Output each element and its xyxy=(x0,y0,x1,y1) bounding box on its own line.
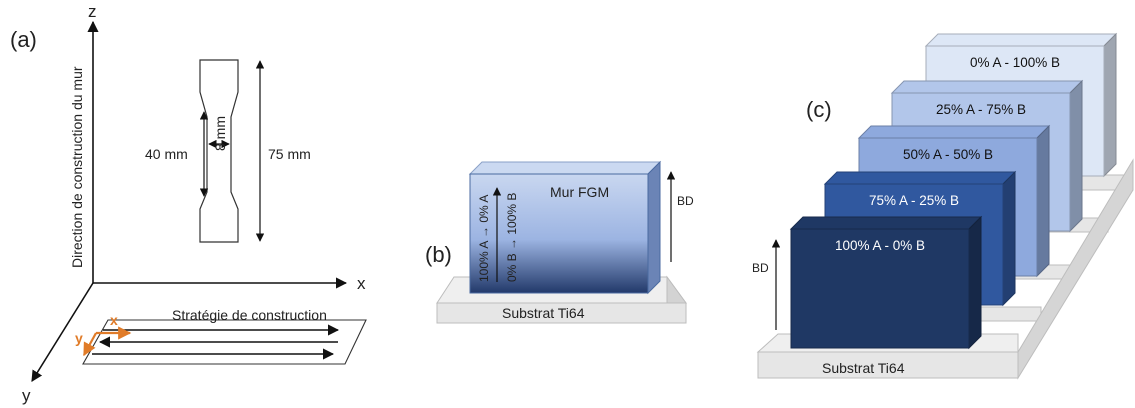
panel-b: Substrat Ti64 Mur FGM 100% A → 0% A 0% B… xyxy=(425,160,694,324)
wall-side xyxy=(1069,79,1083,233)
strategy-x-label: x xyxy=(110,312,118,328)
wall-label: 0% A - 100% B xyxy=(970,55,1060,70)
panel-c: Substrat Ti64 0% A - 100% B 25% A - 75% B… xyxy=(752,32,1134,380)
wall-top xyxy=(924,33,1118,47)
fgm-wall-top xyxy=(468,161,662,175)
panel-c-label: (c) xyxy=(806,97,832,122)
wall-side xyxy=(1036,124,1050,278)
y-axis xyxy=(31,282,94,382)
wall-top xyxy=(789,216,983,230)
axis-x-label: x xyxy=(357,274,366,293)
panel-a: (a) z x y Direction de construction du m… xyxy=(10,2,367,405)
bd-c-label: BD xyxy=(752,261,769,275)
wall-top xyxy=(857,125,1051,139)
substrate-c-front xyxy=(757,351,1019,379)
wall-label: 75% A - 25% B xyxy=(869,193,959,208)
strategy-y-arrow xyxy=(83,332,97,357)
fgm-wall-side xyxy=(647,160,661,295)
wall-top xyxy=(823,171,1017,185)
total-length-label: 75 mm xyxy=(268,146,311,162)
wall-side xyxy=(968,215,982,350)
substrate-b-front xyxy=(436,302,687,324)
strategy-y-label: y xyxy=(75,330,83,346)
wall-label: 25% A - 75% B xyxy=(936,102,1026,117)
wall-top xyxy=(890,80,1084,94)
fgm-wall-label: Mur FGM xyxy=(550,184,609,200)
wall-label: 50% A - 50% B xyxy=(903,147,993,162)
axis-z-label: z xyxy=(88,2,97,21)
strategy-label: Stratégie de construction xyxy=(172,307,327,323)
wall-block: 100% A - 0% B xyxy=(789,215,983,350)
substrate-c-step-4 xyxy=(975,306,1042,322)
gauge-width-label: 8 mm xyxy=(212,116,228,151)
wall-stack: 0% A - 100% B 25% A - 75% B 50% A - 50% B 7… xyxy=(789,32,1118,350)
bd-b-label: BD xyxy=(677,194,694,208)
panel-b-label: (b) xyxy=(425,242,452,267)
wall-label: 100% A - 0% B xyxy=(835,238,925,253)
wall-side xyxy=(1103,32,1117,178)
substrate-b-label: Substrat Ti64 xyxy=(502,305,585,321)
gradient-a-label: 100% A → 0% A xyxy=(477,195,491,282)
axis-y-label: y xyxy=(22,386,31,405)
wall-side xyxy=(1002,170,1016,307)
substrate-c-label: Substrat Ti64 xyxy=(822,360,905,376)
gauge-length-label: 40 mm xyxy=(145,146,188,162)
wall-front xyxy=(790,228,970,349)
gradient-b-label: 0% B → 100% B xyxy=(505,193,519,282)
panel-a-label: (a) xyxy=(10,27,37,52)
axis-title: Direction de construction du mur xyxy=(69,66,85,268)
